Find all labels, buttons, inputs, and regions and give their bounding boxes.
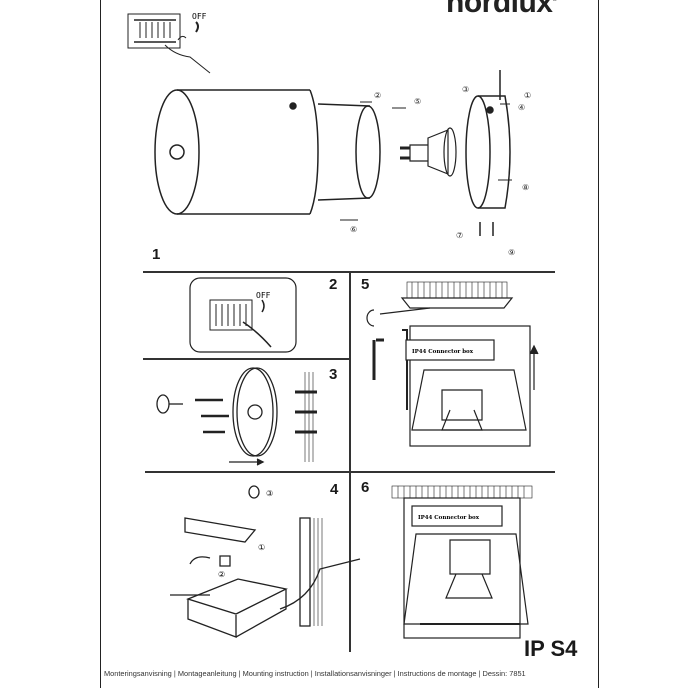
callout-9: ⑨ [508,248,515,257]
divider [349,271,351,652]
connector-box [405,339,495,361]
off-label: OFF [192,12,207,21]
callout-1: ① [258,543,265,552]
callout-8: ⑧ [522,183,529,192]
step-3-mounting-plate-illustration [156,367,317,466]
mounting-plate [465,70,511,236]
logo-text: nordlux [446,0,553,19]
step-4-number: 4 [330,481,339,498]
footer-text: Monteringsanvisning | Montageanleitung |… [104,669,526,678]
fuse-box-icon [127,13,211,74]
step-5-ceiling-install-illustration: IP44 Connector box [366,281,539,447]
connector-box [411,505,503,527]
step-2-number: 2 [329,276,338,293]
step-4-connector-box-illustration: ③ ① ② [170,485,361,638]
lamp-body [154,89,381,215]
step-6-ceiling-install-illustration: IP44 Connector box [391,485,533,639]
callout-3: ③ [462,85,469,94]
product-model: IP S4 [524,636,578,661]
step-5-number: 5 [361,276,370,293]
callout-4: ④ [518,103,525,112]
page-border [100,0,599,688]
divider [143,358,350,360]
connector-box-label: IP44 Connector box [412,349,474,355]
step-6-number: 6 [361,479,370,496]
callout-3: ③ [266,489,273,498]
step-1-number: 1 [152,246,161,263]
callout-5: ⑤ [414,97,421,106]
step-2-switch-off-illustration: OFF [189,277,297,353]
divider [145,471,555,473]
callout-2: ② [374,91,381,100]
callout-6: ⑥ [350,225,357,234]
off-label: OFF [256,291,271,300]
direction-arrows [340,101,512,221]
overview-illustration: OFF ② ⑤ ③ ① ④ ⑧ ⑥ ⑦ ⑨ [127,12,531,257]
step-3-number: 3 [329,366,338,383]
callout-7: ⑦ [456,231,463,240]
callout-1: ① [524,91,531,100]
callout-2: ② [218,570,225,579]
nordlux-logo: nordlux® [446,0,557,20]
gu10-bulb [400,127,457,177]
connector-box-label: IP44 Connector box [418,515,480,521]
